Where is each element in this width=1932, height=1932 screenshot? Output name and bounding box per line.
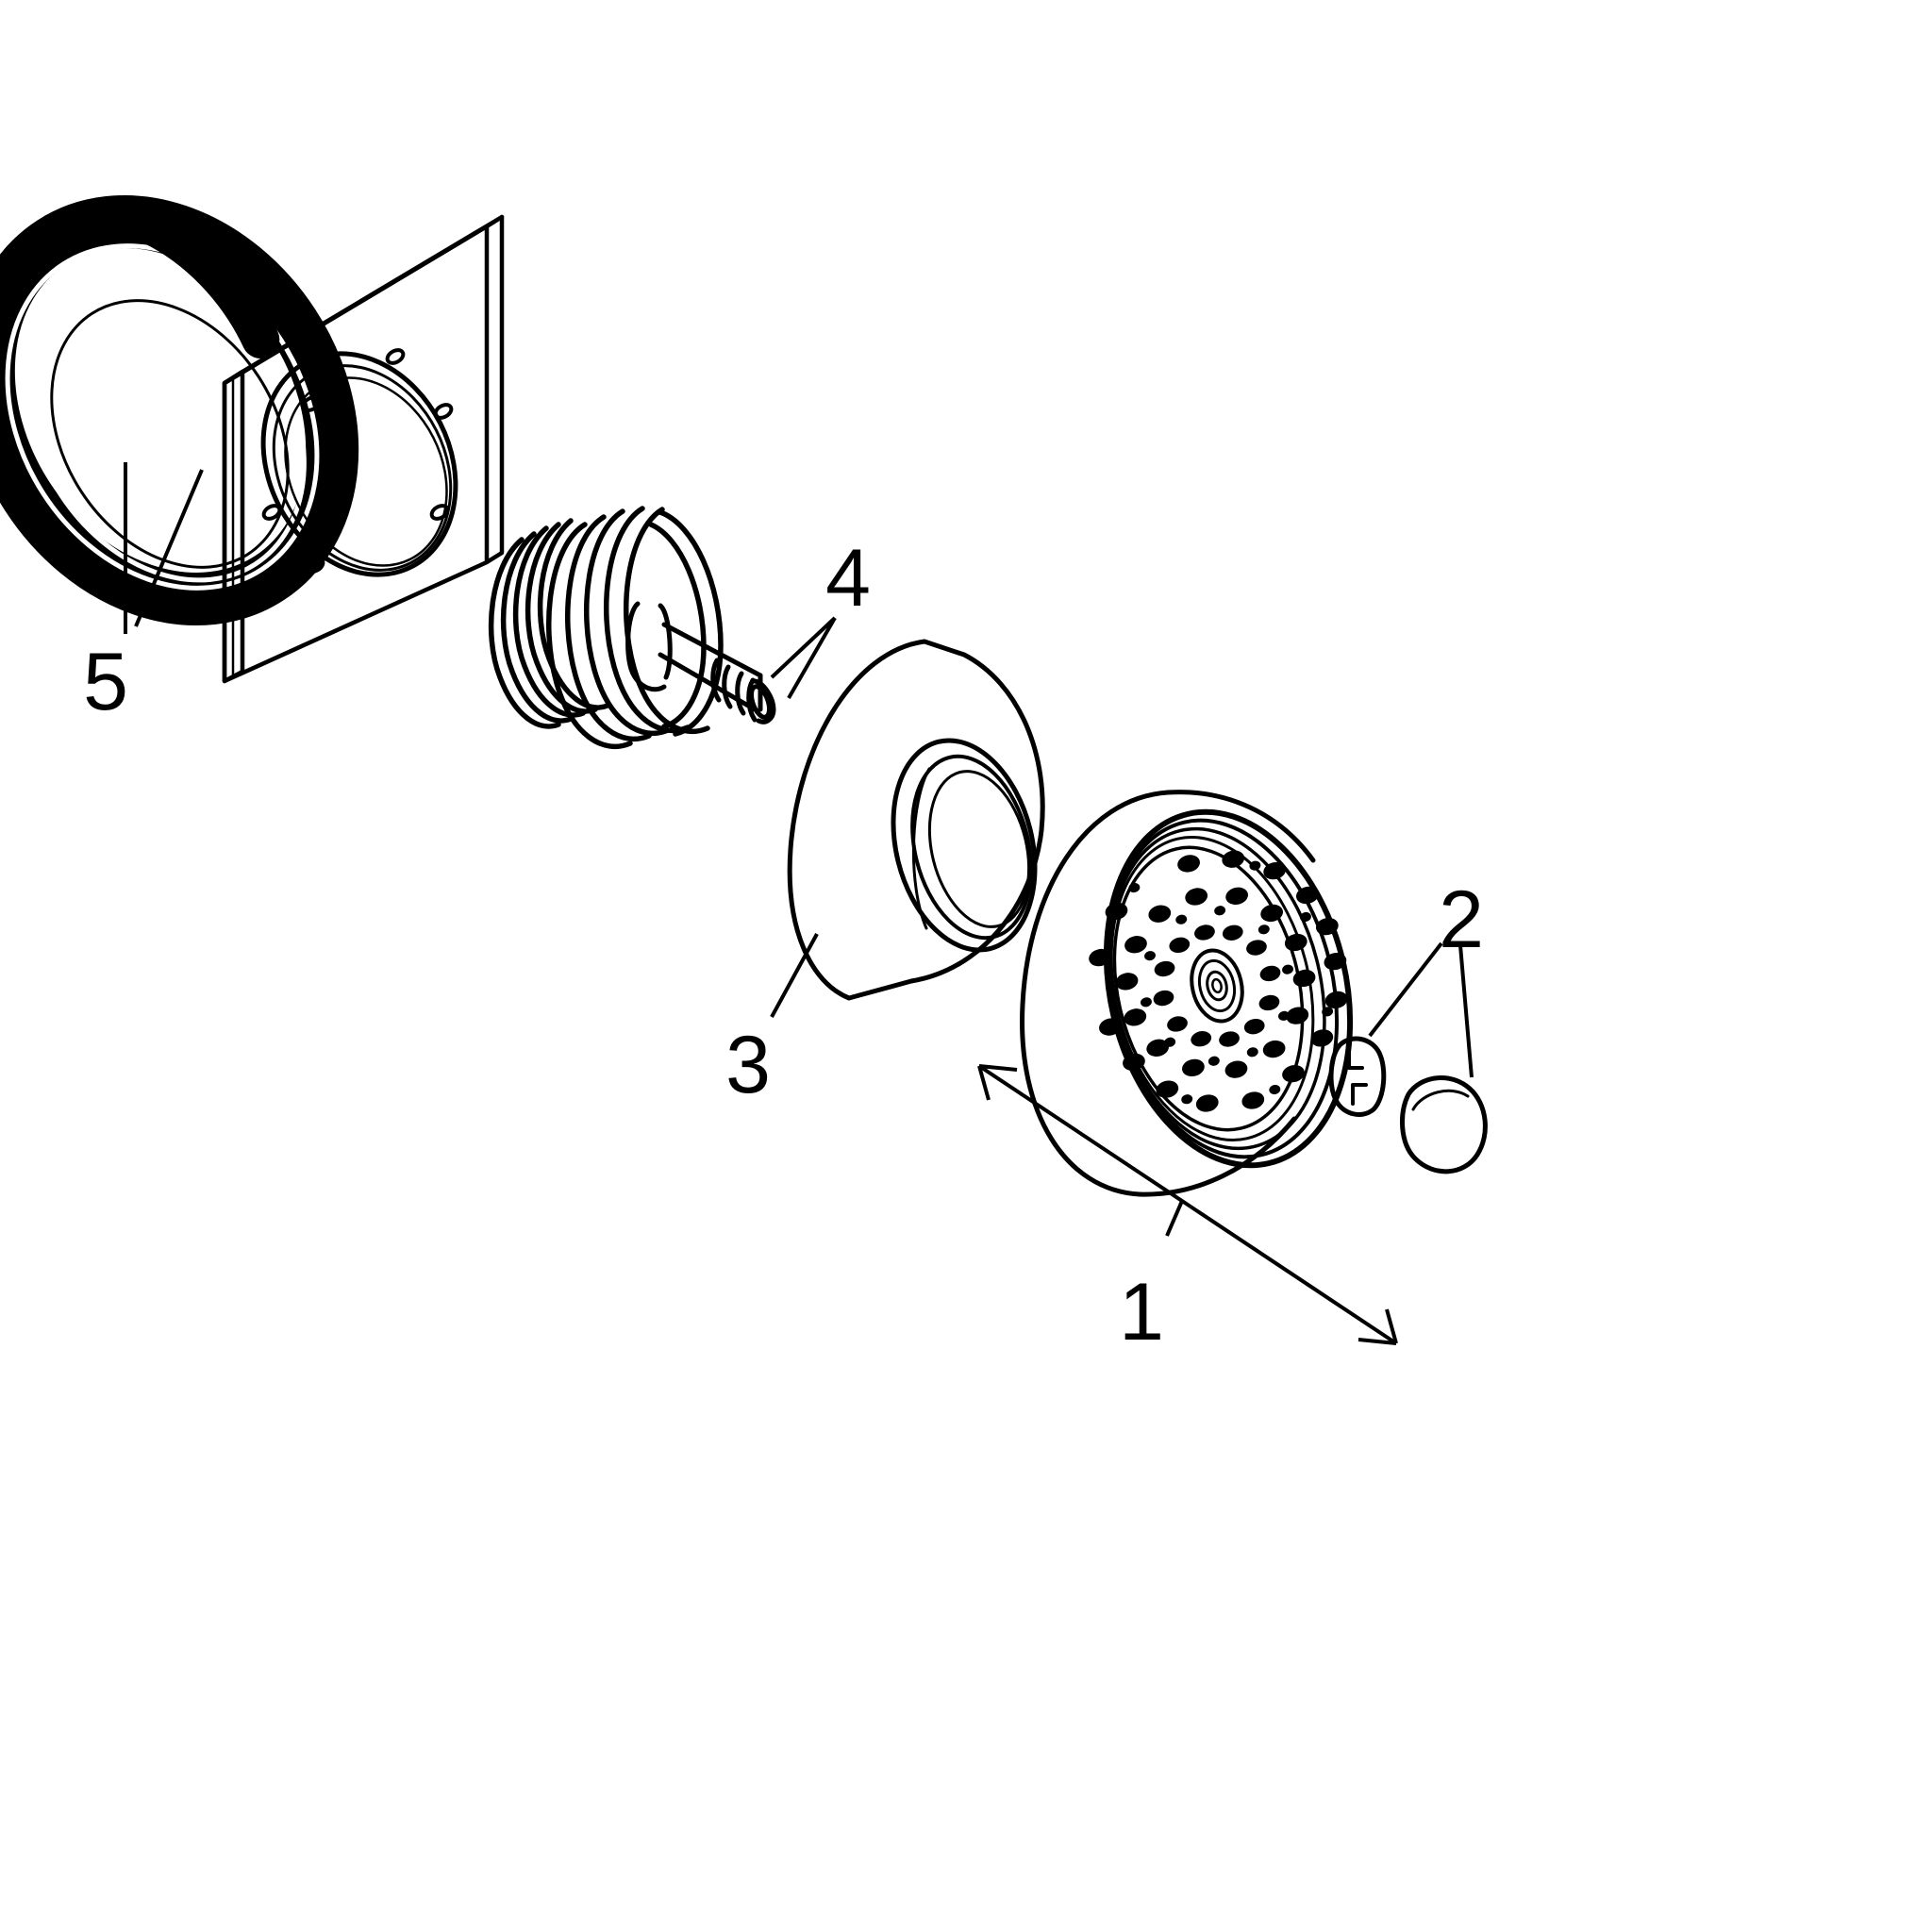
leader-1-bracket-right <box>1189 1205 1398 1345</box>
callout-label-3: 3 <box>725 1020 771 1110</box>
cartridge-collar <box>648 509 724 737</box>
part-retaining-clip <box>1328 1036 1387 1117</box>
leader-1-bracket-left-tick2 <box>978 1064 1018 1072</box>
callout-label-2: 2 <box>1439 874 1484 965</box>
part-spray-head <box>1020 790 1354 1197</box>
stem-o-ring <box>710 658 758 723</box>
part-valve-cartridge <box>488 506 776 750</box>
leader-4-a <box>770 616 837 679</box>
cartridge-thread-section <box>488 518 610 729</box>
leader-2-a <box>1368 941 1443 1038</box>
callout-label-1: 1 <box>1119 1267 1164 1357</box>
leader-1-bracket-left <box>977 1064 1192 1208</box>
leader-1-bracket-left-tick <box>977 1065 991 1101</box>
leader-4-b <box>787 617 837 699</box>
cartridge-flange <box>546 506 710 750</box>
leader-5-b <box>134 469 204 627</box>
mounting-hole <box>261 348 454 574</box>
leader-lines <box>124 462 1474 1345</box>
leader-2-b <box>1458 944 1474 1078</box>
cone-bore <box>891 738 1038 953</box>
part-sealing-gasket-ring <box>0 195 359 625</box>
stem-end-cap <box>748 678 776 724</box>
part-wall-cone-body <box>787 639 1045 1001</box>
spray-face-plate <box>1112 845 1305 1132</box>
callout-label-5: 5 <box>83 637 128 727</box>
leader-1-bracket-right-tick <box>1385 1308 1398 1344</box>
spray-head-rim <box>1103 808 1354 1169</box>
callout-label-4: 4 <box>825 533 871 624</box>
leader-3-a <box>770 933 819 1018</box>
part-square-escutcheon-plate <box>222 214 505 684</box>
spray-head-hub <box>1190 948 1244 1024</box>
spray-nozzle <box>1089 850 1348 1112</box>
callout-numbers: 5 4 3 2 1 <box>83 533 1484 1357</box>
leader-1-bracket-right-tick2 <box>1357 1338 1397 1345</box>
part-round-cap <box>1400 1075 1488 1174</box>
cartridge-stem-shoulder <box>625 601 673 692</box>
leader-1-drop <box>1165 1200 1184 1237</box>
